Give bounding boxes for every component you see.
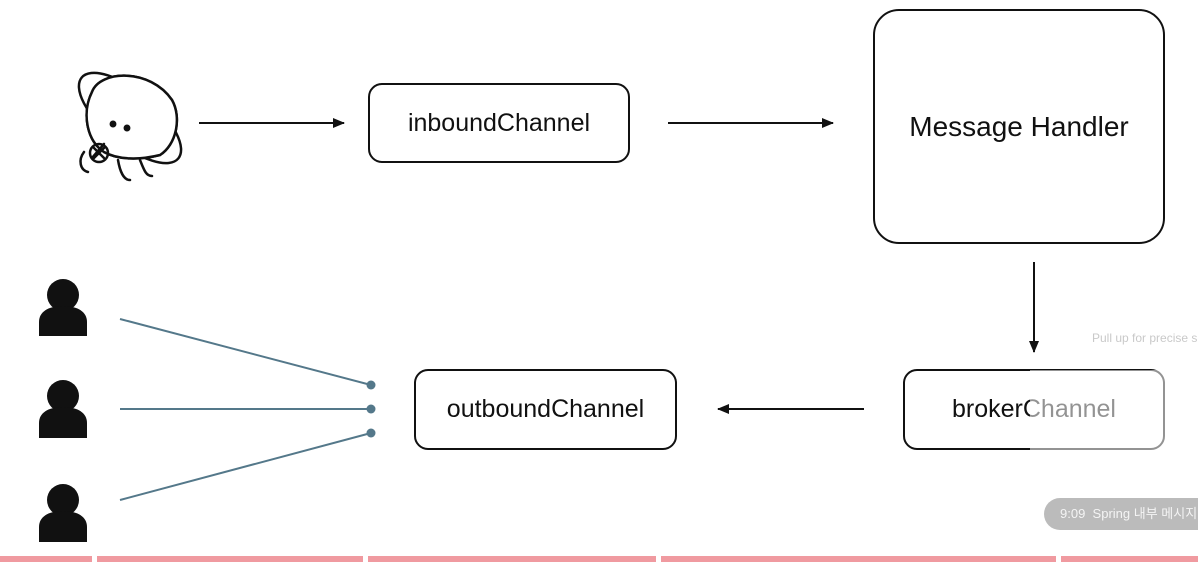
user-icon [39, 380, 87, 438]
message-handler-label: Message Handler [909, 110, 1129, 142]
inbound-channel-box: inboundChannel [368, 83, 630, 163]
fanout-dot-2 [366, 404, 376, 414]
fanout-dot-3 [366, 428, 376, 438]
fanout-line-3 [119, 432, 372, 501]
message-handler-box: Message Handler [873, 9, 1165, 244]
seek-hint-text: Pull up for precise s [1092, 331, 1198, 345]
fanout-dot-1 [366, 380, 376, 390]
outbound-channel-box: outboundChannel [414, 369, 677, 450]
outbound-channel-label: outboundChannel [446, 395, 645, 423]
chapter-time: 9:09 [1060, 506, 1086, 521]
progress-segment-1[interactable] [0, 556, 92, 562]
chapter-title: Spring 내부 메시지 [1092, 506, 1198, 521]
progress-segment-3[interactable] [368, 556, 656, 562]
user-icon [39, 279, 87, 336]
seek-preview-thumbnail [1030, 370, 1198, 480]
fanout-line-1 [119, 318, 372, 386]
progress-segment-2[interactable] [97, 556, 363, 562]
planet-character-icon [77, 71, 183, 182]
inbound-channel-label: inboundChannel [407, 108, 591, 137]
progress-segment-4[interactable] [661, 556, 1056, 562]
user-icon [39, 484, 87, 542]
progress-segment-5[interactable] [1061, 556, 1198, 562]
chapter-label[interactable]: 9:09 Spring 내부 메시지 [1044, 498, 1198, 530]
